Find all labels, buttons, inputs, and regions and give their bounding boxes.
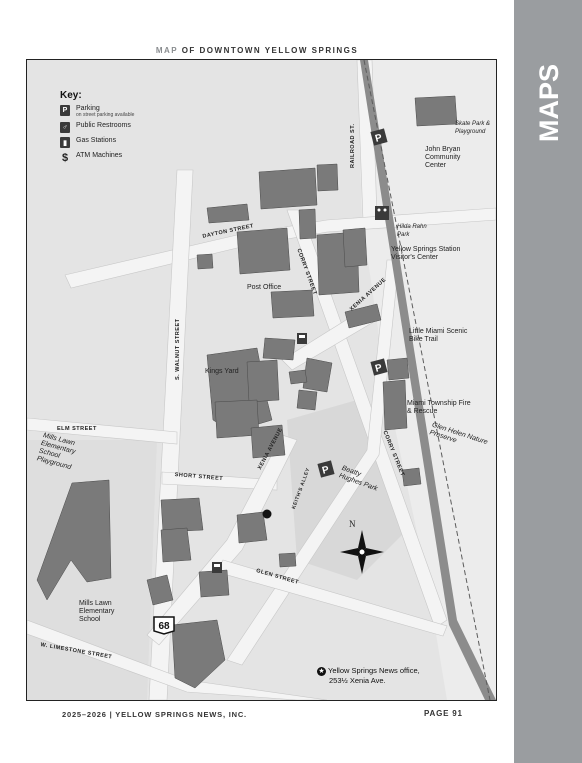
- gas-icon: ▮: [60, 137, 70, 148]
- place-ys-station: Yellow Springs Station Visitor's Center: [391, 246, 461, 261]
- route-shield-icon: 68: [153, 616, 175, 635]
- map-frame: P P P Key: P Parking on street parking a…: [26, 59, 497, 701]
- svg-text:P: P: [374, 132, 384, 144]
- key-label-atm: ATM Machines: [76, 152, 123, 159]
- svg-text:P: P: [374, 362, 384, 374]
- svg-text:P: P: [321, 464, 331, 476]
- sidebar-band: [514, 0, 582, 763]
- place-miami-township: Miami Township Fire & Rescue: [407, 400, 471, 415]
- place-skate-park: Skate Park & Playground: [455, 121, 491, 135]
- street-walnut: S. WALNUT STREET: [175, 318, 181, 380]
- parking-icon: P: [60, 105, 70, 116]
- key-label-parking: Parking: [76, 105, 100, 112]
- svg-text:68: 68: [158, 621, 170, 632]
- key-label-gas: Gas Stations: [76, 137, 117, 144]
- street-railroad: RAILROAD ST.: [350, 123, 356, 169]
- star-icon: ★: [317, 667, 326, 676]
- compass-rose: [340, 530, 384, 574]
- key-item-parking: P Parking on street parking available: [60, 105, 200, 118]
- sidebar-label: MAPS: [534, 64, 564, 142]
- route-68-shield: 68: [152, 615, 176, 635]
- key-item-atm: $ ATM Machines: [60, 151, 200, 164]
- office-note-line2: 253½ Xenia Ave.: [329, 676, 386, 685]
- atm-icon: $: [61, 151, 69, 164]
- street-elm: ELM STREET: [57, 426, 97, 432]
- footer-page-number: PAGE 91: [424, 709, 463, 718]
- compass-north-label: N: [349, 519, 356, 529]
- place-kings-yard: Kings Yard: [205, 368, 239, 375]
- place-post-office: Post Office: [247, 284, 282, 291]
- office-note-line1: Yellow Springs News office,: [328, 666, 420, 675]
- office-note: ★Yellow Springs News office, 253½ Xenia …: [317, 666, 420, 686]
- page-title-accent: MAP: [155, 46, 178, 55]
- place-hilda-rahn: Hilda Rahn Park: [397, 224, 427, 238]
- map-drawing: P P P: [27, 60, 496, 700]
- svg-text:MAPS: MAPS: [534, 64, 564, 142]
- key-item-restrooms: ♂ Public Restrooms: [60, 122, 200, 133]
- key-sub-parking: on street parking available: [76, 112, 135, 118]
- key-label-restrooms: Public Restrooms: [76, 122, 131, 129]
- restroom-icon: ♂: [60, 122, 70, 133]
- key-title: Key:: [60, 90, 82, 101]
- map-key: Key: P Parking on street parking availab…: [60, 90, 200, 164]
- place-little-miami: Little Miami Scenic Bike Trail: [409, 328, 468, 343]
- page-title: MAP OF DOWNTOWN YELLOW SPRINGS: [0, 46, 514, 55]
- place-mills-lawn-school: Mills Lawn Elementary School: [79, 600, 115, 623]
- place-john-bryan: John Bryan Community Center: [425, 146, 461, 169]
- footer-publisher: 2025–2026 | YELLOW SPRINGS NEWS, INC.: [62, 710, 247, 719]
- key-item-gas: ▮ Gas Stations: [60, 137, 200, 148]
- page-title-text: OF DOWNTOWN YELLOW SPRINGS: [181, 46, 359, 55]
